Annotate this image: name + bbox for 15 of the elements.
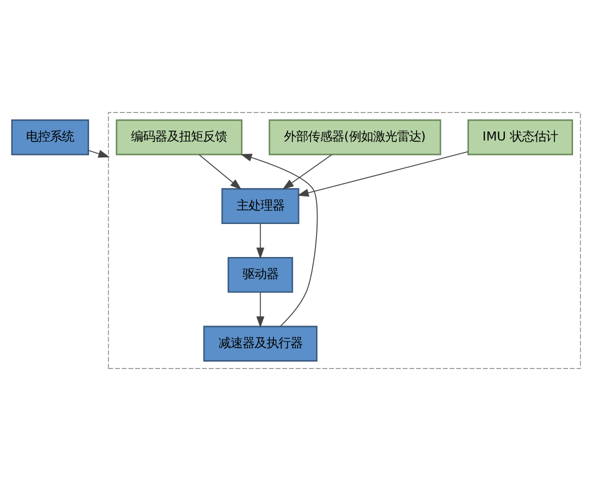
arrow xyxy=(256,222,264,259)
arrow xyxy=(256,291,264,328)
node-box: IMU 状态估计 xyxy=(467,118,574,155)
cluster xyxy=(108,111,581,369)
node-box: 减速器及执行器 xyxy=(203,325,318,362)
arrow xyxy=(88,149,110,158)
arrow xyxy=(282,154,332,190)
arrow xyxy=(297,150,468,196)
node-box: 主处理器 xyxy=(221,188,300,224)
node-box: 驱动器 xyxy=(228,256,294,292)
node-box: 外部传感器(例如激光雷达) xyxy=(268,118,442,155)
node-box: 电控系统 xyxy=(11,118,90,155)
arrow xyxy=(240,153,318,326)
node-box: 编码器及扭矩反馈 xyxy=(116,118,242,155)
arrow xyxy=(198,154,242,190)
